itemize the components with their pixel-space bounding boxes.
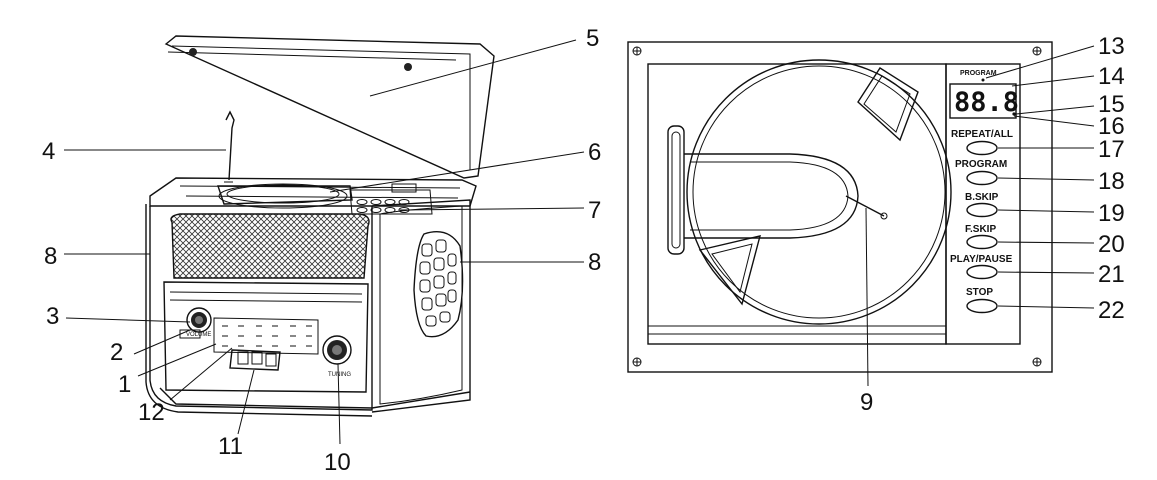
callout-20: 20	[1098, 231, 1125, 258]
repeat-all-button[interactable]	[966, 140, 998, 156]
play-pause-button[interactable]	[966, 264, 998, 280]
callout-10: 10	[324, 449, 351, 476]
tuning-label: TUNING	[328, 372, 351, 378]
callout-15: 15	[1098, 91, 1125, 118]
pickup-arm	[667, 125, 888, 255]
front-speaker-grille	[170, 213, 370, 279]
stop-label: STOP	[966, 287, 993, 298]
callout-4: 4	[42, 138, 55, 165]
play-pause-label: PLAY/PAUSE	[950, 254, 1013, 265]
b-skip-label: B.SKIP	[965, 192, 999, 203]
cd-leader-lines	[865, 45, 1095, 387]
cd-outer-frame	[627, 41, 1053, 373]
cabinet	[145, 199, 471, 417]
tuning-knob: TUNING	[322, 335, 352, 378]
program-label: PROGRAM	[955, 159, 1007, 170]
corner-screws	[632, 46, 1042, 367]
b-skip-button[interactable]	[966, 202, 998, 218]
side-speaker-grille	[413, 231, 464, 338]
program-indicator-label: PROGRAM	[960, 70, 997, 77]
callout-22: 22	[1098, 297, 1125, 324]
display-dot	[1012, 112, 1016, 116]
f-skip-button[interactable]	[966, 234, 998, 250]
cd-buttons: REPEAT/ALL PROGRAM B.SKIP F.SKIP PLAY/PA…	[950, 129, 1013, 314]
callout-19: 19	[1098, 200, 1125, 227]
cd-callouts: 13 14 15 16 17 18 19 20 21 22 9	[860, 33, 1125, 416]
tuning-panel: VOLUME TUNING	[163, 281, 369, 393]
callout-16: 16	[1098, 113, 1125, 140]
cd-display: 88.8	[949, 83, 1019, 119]
program-indicator-led	[981, 78, 985, 82]
callout-1: 1	[118, 371, 131, 398]
volume-label: VOLUME	[186, 332, 211, 338]
callout-18: 18	[1098, 168, 1125, 195]
cd-disc	[686, 59, 952, 325]
deck-display	[391, 183, 417, 193]
radio-leader-lines	[64, 39, 585, 445]
display-digits: 88.8	[954, 87, 1019, 118]
callout-8-left: 8	[44, 243, 57, 270]
repeat-all-label: REPEAT/ALL	[951, 129, 1013, 140]
control-strip	[945, 63, 1021, 345]
volume-knob: VOLUME	[179, 307, 212, 339]
stop-button[interactable]	[966, 298, 998, 314]
callout-13: 13	[1098, 33, 1125, 60]
lid	[164, 35, 495, 183]
radio-callouts: 4 5 6 7 8 8 3 2 1 12 11 10	[42, 25, 601, 476]
program-button[interactable]	[966, 170, 998, 186]
callout-11: 11	[218, 433, 243, 460]
callout-12: 12	[138, 399, 165, 426]
lower-clamp	[698, 235, 761, 306]
lid-screw-icon	[404, 63, 412, 71]
callout-5: 5	[586, 25, 599, 52]
lid-screw-icon	[189, 48, 197, 56]
callout-17: 17	[1098, 136, 1125, 163]
callout-3: 3	[46, 303, 59, 330]
callout-21: 21	[1098, 261, 1125, 288]
callout-8-right: 8	[588, 249, 601, 276]
cd-panel-illustration: PROGRAM 88.8 REPEAT/ALL PROGRAM B.SKIP F…	[627, 33, 1125, 416]
f-skip-label: F.SKIP	[965, 224, 996, 235]
band-switch	[229, 349, 281, 371]
radio-illustration: VOLUME TUNING 4	[42, 25, 601, 476]
callout-6: 6	[588, 139, 601, 166]
callout-2: 2	[110, 339, 123, 366]
upper-clamp	[857, 67, 919, 142]
callout-9: 9	[860, 389, 873, 416]
callout-14: 14	[1098, 63, 1125, 90]
callout-7: 7	[588, 197, 601, 224]
